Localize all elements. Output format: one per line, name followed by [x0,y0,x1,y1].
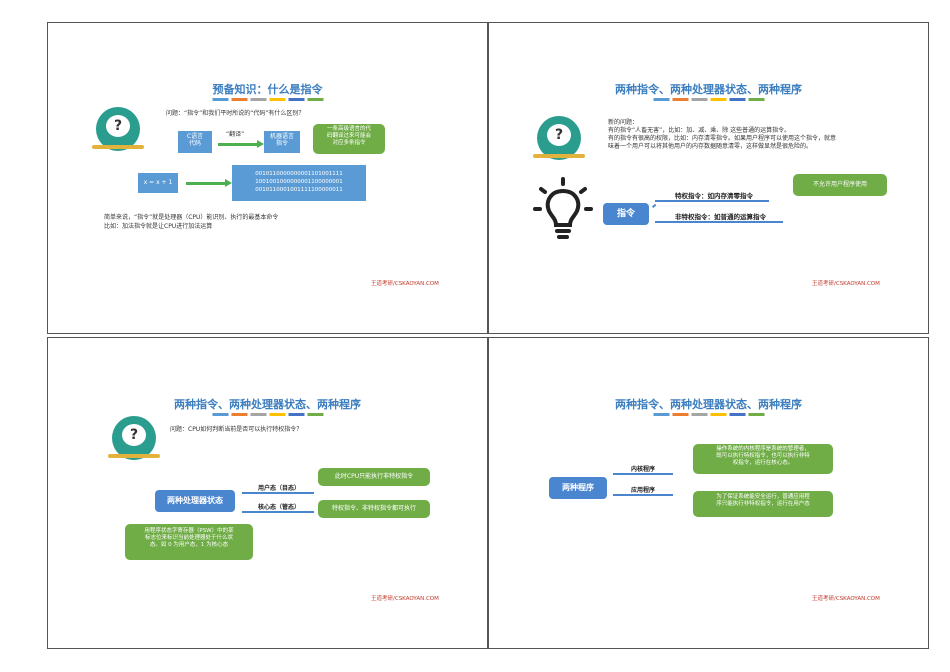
translate-label: “翻译” [226,131,245,138]
callout-box: 特权指令、非特权指令都可执行 [318,500,430,518]
callout-box: 此时CPU只能执行非特权指令 [318,468,430,486]
summary-line: 比如：加法指令就是让CPU进行加法运算 [104,223,213,230]
color-bar [653,98,764,101]
slide-title: 两种指令、两种处理器状态、两种程序 [615,398,802,411]
binary-line: 0010110001001111100000011 [255,187,343,193]
lightbulb-icon [533,177,593,239]
slide-title: 预备知识：什么是指令 [212,83,323,96]
branch-underline [655,221,783,223]
arrow [218,140,264,148]
branch-nonprivileged: 非特权指令：如普通的运算指令 [675,213,766,221]
footer-brand: 王道考研/CSKAOYAN.COM [812,596,880,602]
color-bar [212,413,323,416]
thinking-avatar-icon: ? [533,116,585,160]
footer-brand: 王道考研/CSKAOYAN.COM [371,281,439,287]
slide-4: 两种指令、两种处理器状态、两种程序 两种程序 内核程序 应用程序 操作系统的内核… [488,337,929,649]
branch-underline [242,511,314,513]
branch-user-mode: 用户态（目态） [258,485,301,492]
slide-title: 两种指令、两种处理器状态、两种程序 [615,83,802,96]
branch-kernel-program: 内核程序 [631,466,656,473]
branch-underline [613,473,673,475]
color-bar [212,98,323,101]
callout-box: 为了保证系统能安全运行，普通应用程 序只能执行非特权指令，运行在用户态 [693,491,833,517]
callout-box: 用程序状态字寄存器（PSW）中的某 标志位来标识当前处理器处于什么状 态。如 0… [125,524,253,560]
thinking-avatar-icon: ? [92,107,144,151]
branch-underline [655,200,769,202]
slide-3: 两种指令、两种处理器状态、两种程序 ? 问题：CPU如何判断当前是否可以执行特权… [47,337,488,649]
question-text: 问题：“指令”和我们平时所说的“代码”有什么区别？ [166,110,305,117]
problem-line: 有的指令有很高的权限，比如：内存清零指令。如果用户程序可以使用这个指令，就意 [608,135,837,142]
question-text: 问题：CPU如何判断当前是否可以执行特权指令？ [170,426,303,433]
slide-2: 两种指令、两种处理器状态、两种程序 ? 新的问题： 有的指令“人畜无害”，比如：… [488,22,929,334]
problem-line: 有的指令“人畜无害”，比如：加、减、乘、除 这些普通的运算指令。 [608,127,791,134]
expression-box: x = x + 1 [138,173,178,193]
callout-box: 不允许用户程序使用 [793,174,887,196]
slide-title: 两种指令、两种处理器状态、两种程序 [174,398,361,411]
binary-line: 1001001000000001100000001 [255,179,343,185]
c-code-box: C语言 代码 [178,131,212,153]
root-node: 两种程序 [549,477,607,499]
root-node: 指令 [603,203,649,225]
footer-brand: 王道考研/CSKAOYAN.COM [812,281,880,287]
binary-box: 0010110000000001101001111 10010010000000… [232,165,366,201]
thinking-avatar-icon: ? [108,416,160,460]
slide-1: 预备知识：什么是指令 ? 问题：“指令”和我们平时所说的“代码”有什么区别？ C… [47,22,488,334]
callout-box: 一条高级语言的代 码翻译过来可能会 对应多条指令 [313,124,385,154]
machine-code-box: 机器语言 指令 [264,131,300,153]
branch-underline [242,492,314,494]
summary-line: 简单来说，“指令”就是处理器（CPU）能识别、执行的最基本命令 [104,214,279,221]
footer-brand: 王道考研/CSKAOYAN.COM [371,596,439,602]
branch-privileged: 特权指令：如内存清零指令 [675,192,753,200]
problem-line: 味着一个用户可以将其他用户的内存数据随意清零，这样做显然是很危险的。 [608,143,813,150]
root-node: 两种处理器状态 [155,490,235,512]
branch-kernel-mode: 核心态（管态） [258,504,301,511]
branch-app-program: 应用程序 [631,487,656,494]
problem-line: 新的问题： [608,119,639,126]
arrow [186,179,232,187]
connector [651,203,657,208]
branch-underline [613,494,673,496]
color-bar [653,413,764,416]
binary-line: 0010110000000001101001111 [255,171,343,177]
callout-box: 操作系统的内核程序是系统的管理者， 既可以执行特权指令，也可以执行非特 权指令，… [693,444,833,474]
